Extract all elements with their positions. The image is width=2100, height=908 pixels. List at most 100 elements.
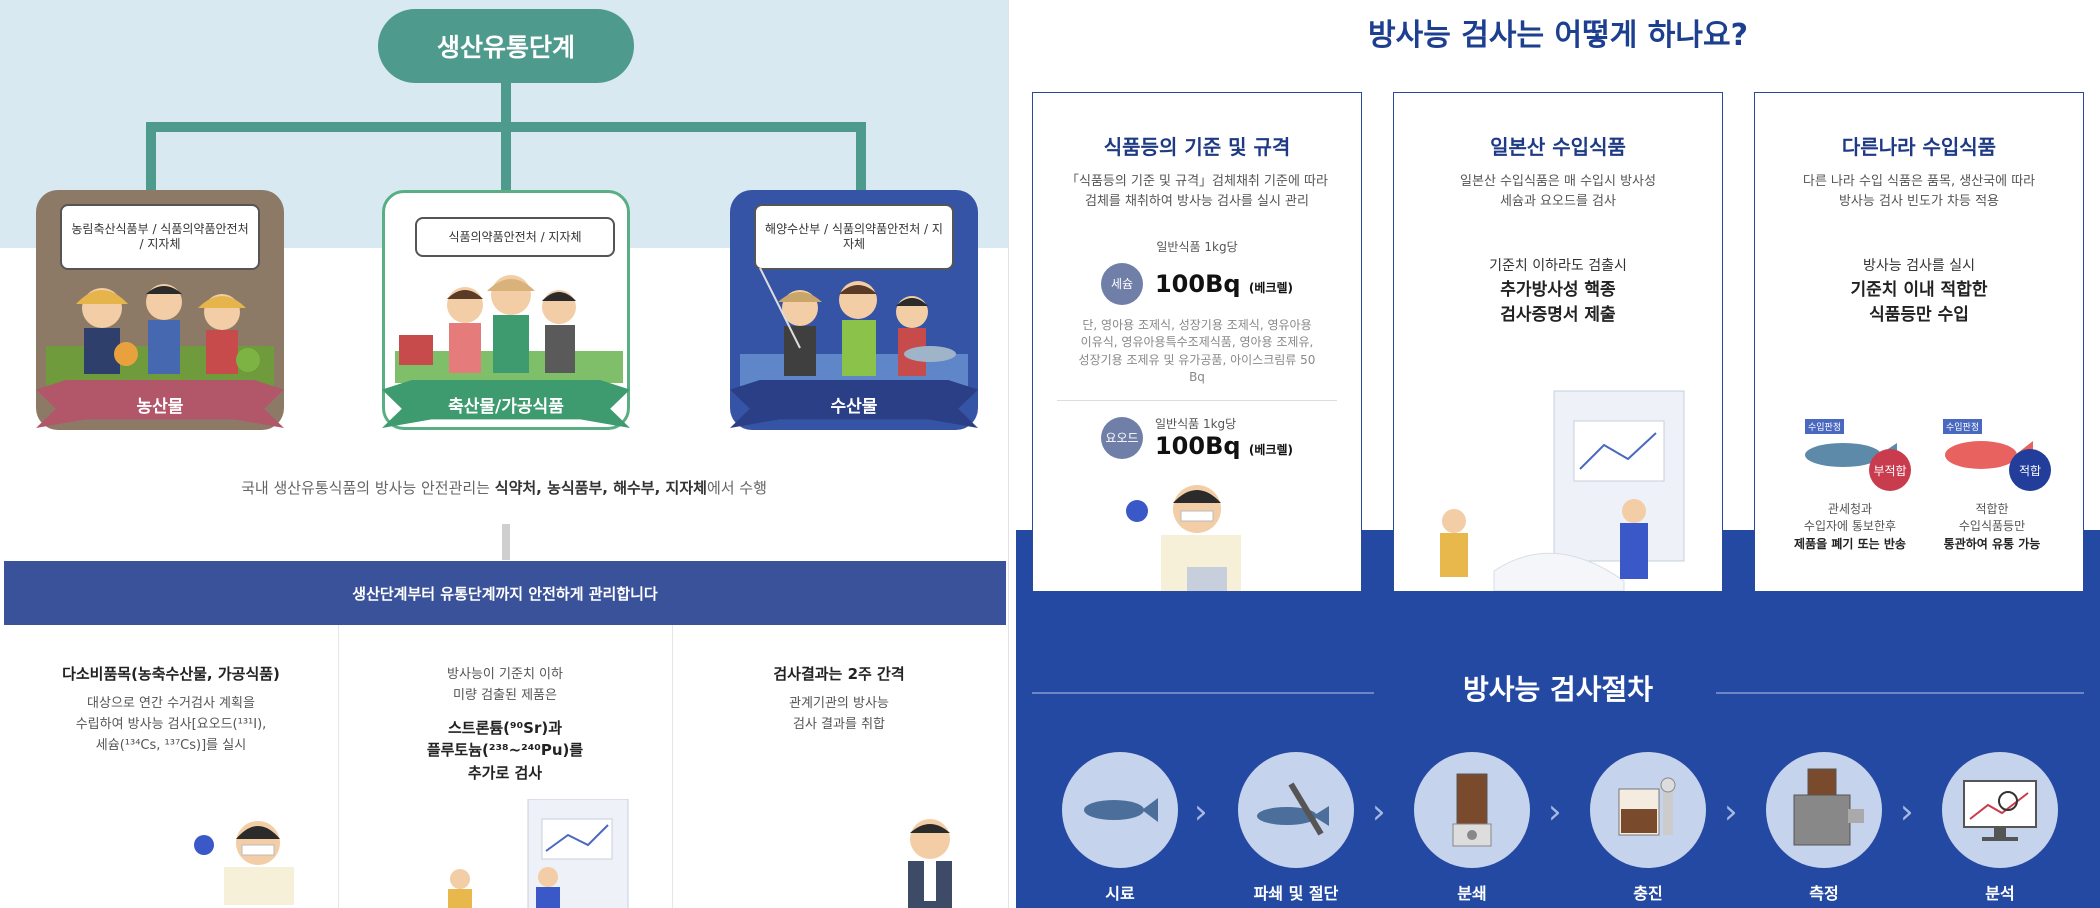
step-disc (1942, 752, 2058, 868)
left-caption: 국내 생산유통식품의 방사능 안전관리는 식약처, 농식품부, 해수부, 지자체… (0, 477, 1008, 498)
column-text: 대상으로 연간 수거검사 계획을 (87, 696, 255, 711)
right-panel: 방사능 검사는 어떻게 하나요? 식품등의 기준 및 규격 「식품등의 기준 및… (1016, 0, 2100, 908)
card-desc: 다른 나라 수입 식품은 품목, 생산국에 따라 (1802, 174, 2036, 189)
ribbon-label: 축산물/가공식품 (448, 396, 564, 417)
iodine-unit: (베크렐) (1248, 443, 1294, 458)
iodine-limit-row: 요오드 일반식품 1kg당 100Bq (베크렐) (1033, 415, 1361, 460)
cesium-note: 단, 영아용 조제식, 성장기용 조제식, 영유아용 (1082, 317, 1312, 332)
inspector-illustration (194, 821, 294, 905)
column-annual-inspection: 다소비품목(농축수산물, 가공식품) 대상으로 연간 수거검사 계획을 수립하여… (4, 625, 339, 908)
chevron-right-icon: › (1372, 792, 1386, 832)
iodine-badge: 요오드 (1100, 416, 1143, 459)
card-desc: 일본산 수입식품은 매 수입시 방사성 (1460, 174, 1656, 189)
chevron-right-icon: › (1548, 792, 1562, 832)
card-divider (1057, 400, 1337, 402)
tree-connector (501, 122, 511, 192)
procedure-divider-left (1032, 692, 1374, 694)
column-title: 다소비품목(농축수산물, 가공식품) (62, 665, 280, 683)
lab-worker-illustration (1126, 485, 1241, 591)
step-label: 분쇄 (1457, 884, 1487, 903)
management-banner: 생산단계부터 유통단계까지 안전하게 관리합니다 (4, 561, 1006, 625)
step-disc (1414, 752, 1530, 868)
knife-fish-icon (1257, 782, 1329, 836)
column-strong-text: 플루토늄(²³⁸~²⁴⁰Pu)를 (426, 741, 584, 760)
container-icon (1618, 777, 1676, 836)
cesium-note: 이유식, 영유아용특수조제식품, 영아용 조제유, (1080, 335, 1314, 350)
monitor-icon (1963, 780, 2037, 841)
column-strong-text: 스트론튬(⁹⁰Sr)과 (447, 718, 563, 737)
cesium-note: 성장기용 조제유 및 유가공품, 아이스크림류 50 (1078, 352, 1316, 367)
step-label: 측정 (1809, 884, 1839, 903)
step-label: 분석 (1985, 884, 2015, 903)
card-desc: 「식품등의 기준 및 규격」검체채취 기준에 따라 (1066, 174, 1328, 189)
root-node: 생산유통단계 (378, 9, 634, 83)
pass-text: 적합한 (1975, 502, 2009, 516)
tree-connector (856, 122, 866, 192)
document-review-illustration (448, 799, 629, 908)
column-title: 검사결과는 2주 간격 (773, 665, 905, 683)
cesium-unit: (베크렐) (1248, 280, 1294, 295)
column-biweekly-results: 검사결과는 2주 간격 관계기관의 방사능 검사 결과를 취합 (672, 625, 1006, 908)
import-tag: 수입판정 (1805, 419, 1845, 434)
cesium-value: 100Bq (1154, 269, 1241, 298)
pass-text: 수입식품등만 (1958, 519, 2026, 534)
card-strong-text: 기준치 이내 적합한 (1850, 279, 1988, 300)
step-disc (1766, 752, 1882, 868)
step-grind: 분쇄 (1414, 752, 1530, 904)
agency-logo-text: 해양수산부 / 식품의약품안전처 / 지자체 (765, 222, 943, 251)
cesium-general-label: 일반식품 1kg당 (1156, 240, 1238, 255)
chevron-right-icon: › (1724, 792, 1738, 832)
caption-text-end: 에서 수행 (706, 479, 767, 497)
card-japan-imports: 일본산 수입식품 일본산 수입식품은 매 수입시 방사성 세슘과 요오드를 검사… (1393, 92, 1723, 592)
column-text: 세슘(¹³⁴Cs, ¹³⁷Cs)]를 실시 (95, 737, 247, 753)
column-strong-text: 추가로 검사 (467, 763, 543, 782)
livestock-workers-illustration (395, 275, 623, 383)
procedure-title: 방사능 검사절차 (1462, 673, 1654, 706)
agency-logo-box: 해양수산부 / 식품의약품안전처 / 지자체 (754, 204, 954, 270)
column-additional-nuclide: 방사능이 기준치 이하 미량 검출된 제품은 스트론튬(⁹⁰Sr)과 플루토늄(… (338, 625, 673, 908)
card-strong-text: 추가방사성 핵종 (1500, 279, 1616, 300)
card-title: 다른나라 수입식품 (1841, 135, 1997, 159)
card-food-standards: 식품등의 기준 및 규격 「식품등의 기준 및 규격」검체채취 기준에 따라 검… (1032, 92, 1362, 592)
column-text: 방사능이 기준치 이하 (447, 667, 563, 682)
caption-agencies: 식약처, 농식품부, 해수부, 지자체 (494, 479, 707, 497)
fail-badge: 부적합 (1869, 449, 1911, 491)
agency-logo-text: 농림축산식품부 / 식품의약품안전처 / 지자체 (71, 222, 249, 251)
column-text: 검사 결과를 취합 (793, 716, 885, 732)
banner-text: 생산단계부터 유통단계까지 안전하게 관리합니다 (352, 584, 658, 603)
step-chop: 파쇄 및 절단 (1238, 752, 1354, 904)
chevron-right-icon: › (1900, 792, 1914, 832)
import-tag: 수입판정 (1943, 419, 1983, 434)
farmers-illustration (46, 284, 274, 386)
step-fill: 충진 (1590, 752, 1706, 904)
iodine-general-label: 일반식품 1kg당 (1154, 417, 1237, 432)
card-title: 일본산 수입식품 (1490, 135, 1626, 159)
caption-text: 국내 생산유통식품의 방사능 안전관리는 (241, 479, 495, 497)
cesium-limit-row: 세슘 100Bq (베크렐) (1033, 262, 1361, 305)
card-other-imports: 다른나라 수입식품 다른 나라 수입 식품은 품목, 생산국에 따라 방사능 검… (1754, 92, 2084, 592)
step-disc (1062, 752, 1178, 868)
official-illustration (908, 819, 952, 908)
fail-text: 제품을 폐기 또는 반송 (1794, 536, 1906, 551)
card-strong-text: 식품등만 수입 (1869, 305, 1969, 326)
blue-background (1016, 530, 2100, 908)
agency-logo-text: 식품의약품안전처 / 지자체 (448, 229, 582, 244)
agency-logo-box: 식품의약품안전처 / 지자체 (415, 217, 615, 257)
step-disc (1238, 752, 1354, 868)
left-panel: 생산유통단계 농림축산식품부 / 식품의약품안전처 / 지자체 농산물 식품의약… (0, 0, 1009, 908)
detector-icon (1793, 768, 1864, 846)
pass-text: 통관하여 유통 가능 (1943, 536, 2041, 551)
blender-icon (1452, 773, 1492, 847)
agency-logo-box: 농림축산식품부 / 식품의약품안전처 / 지자체 (60, 204, 260, 270)
fish-icon (1084, 798, 1158, 822)
pass-badge: 적합 (2009, 449, 2051, 491)
cesium-limit: 100Bq (베크렐) (1155, 270, 1293, 298)
column-text: 미량 검출된 제품은 (453, 687, 557, 703)
card-mid-text: 방사능 검사를 실시 (1863, 258, 1975, 275)
step-sample: 시료 (1062, 752, 1178, 904)
fishermen-illustration (740, 267, 968, 386)
iodine-value: 100Bq (1154, 432, 1241, 461)
card-title: 식품등의 기준 및 규격 (1103, 135, 1291, 159)
step-label: 시료 (1105, 884, 1135, 903)
step-label: 충진 (1633, 884, 1663, 903)
